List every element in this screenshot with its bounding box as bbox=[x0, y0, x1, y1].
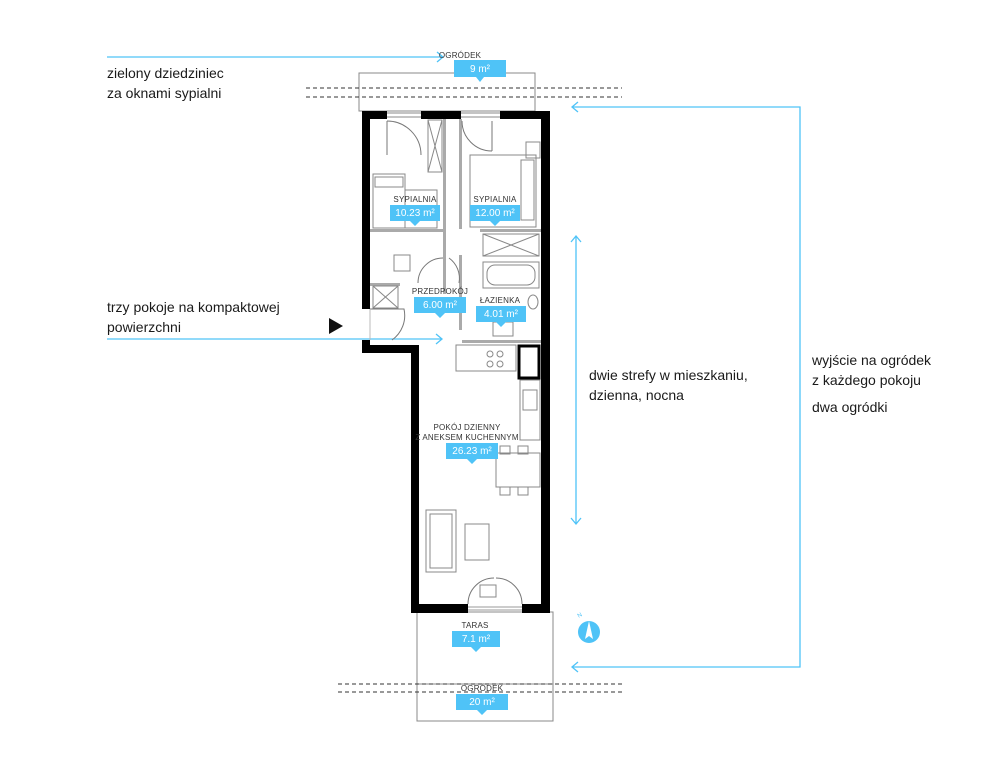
room-bedroom-1-area: 10.23 m² bbox=[395, 208, 435, 219]
room-terrace: TARAS 7.1 m² bbox=[452, 621, 500, 652]
room-bedroom-2-label: SYPIALNIA bbox=[473, 195, 517, 204]
doors bbox=[369, 120, 523, 611]
area-tag bbox=[454, 60, 506, 82]
area-tag bbox=[452, 631, 500, 652]
room-living-label-line1: POKÓJ DZIENNY bbox=[433, 423, 501, 432]
room-terrace-label: TARAS bbox=[461, 621, 488, 630]
room-garden-bottom: OGRÓDEK 20 m² bbox=[456, 684, 508, 715]
note-two-zones: dwie strefy w mieszkaniu, dzienna, nocna bbox=[589, 365, 748, 405]
room-hallway-label: PRZEDPOKÓJ bbox=[412, 287, 468, 296]
room-bathroom-area: 4.01 m² bbox=[484, 309, 519, 320]
note-garden-view-line1: zielony dziedziniec bbox=[107, 65, 224, 81]
note-garden-exit-line1: wyjście na ogródek bbox=[812, 352, 932, 368]
note-three-rooms-line2: powierzchni bbox=[107, 319, 181, 335]
area-tag bbox=[476, 306, 526, 327]
interior-walls bbox=[370, 119, 541, 343]
room-living: POKÓJ DZIENNY Z ANEKSEM KUCHENNYM 26.23 … bbox=[415, 423, 519, 464]
area-tag bbox=[390, 205, 440, 226]
note-two-zones-line2: dzienna, nocna bbox=[589, 387, 684, 403]
area-tag bbox=[414, 297, 466, 318]
room-garden-bottom-label: OGRÓDEK bbox=[461, 684, 504, 693]
room-bedroom-2-area: 12.00 m² bbox=[475, 208, 515, 219]
note-two-gardens: dwa ogródki bbox=[812, 399, 888, 415]
room-bedroom-1-label: SYPIALNIA bbox=[393, 195, 437, 204]
note-two-zones-line1: dwie strefy w mieszkaniu, bbox=[589, 367, 748, 383]
annotation-arrows bbox=[107, 51, 801, 673]
room-garden-top-area: 9 m² bbox=[470, 64, 491, 75]
area-tag bbox=[446, 443, 498, 464]
room-terrace-area: 7.1 m² bbox=[462, 634, 491, 645]
note-garden-view: zielony dziedziniec za oknami sypialni bbox=[107, 63, 224, 103]
chimney-column bbox=[517, 344, 541, 380]
note-three-rooms-line1: trzy pokoje na kompaktowej bbox=[107, 299, 280, 315]
area-tag bbox=[470, 205, 520, 226]
note-three-rooms: trzy pokoje na kompaktowej powierzchni bbox=[107, 297, 280, 337]
room-bathroom-label: ŁAZIENKA bbox=[480, 296, 521, 305]
top-windows bbox=[387, 112, 500, 118]
area-tag bbox=[456, 694, 508, 715]
room-bedroom-2: SYPIALNIA 12.00 m² bbox=[470, 195, 520, 226]
room-hallway: PRZEDPOKÓJ 6.00 m² bbox=[412, 287, 468, 318]
note-garden-exit: wyjście na ogródek z każdego pokoju bbox=[812, 350, 931, 390]
note-garden-view-line2: za oknami sypialni bbox=[107, 85, 222, 101]
entrance-arrow-icon bbox=[329, 318, 343, 334]
room-living-label-line2: Z ANEKSEM KUCHENNYM bbox=[415, 433, 519, 442]
note-garden-exit-line2: z każdego pokoju bbox=[812, 372, 921, 388]
room-garden-top-label: OGRÓDEK bbox=[439, 51, 482, 60]
room-living-area: 26.23 m² bbox=[452, 446, 492, 457]
room-bathroom: ŁAZIENKA 4.01 m² bbox=[476, 296, 526, 327]
room-hallway-area: 6.00 m² bbox=[423, 300, 458, 311]
furniture bbox=[372, 119, 541, 598]
compass-icon: N bbox=[577, 612, 600, 643]
compass-north-label: N bbox=[577, 612, 584, 619]
room-garden-bottom-area: 20 m² bbox=[469, 697, 495, 708]
exterior-walls bbox=[362, 111, 550, 613]
room-garden-top: OGRÓDEK 9 m² bbox=[439, 51, 506, 82]
garden-bottom-area bbox=[338, 683, 622, 722]
room-bedroom-1: SYPIALNIA 10.23 m² bbox=[390, 195, 440, 226]
